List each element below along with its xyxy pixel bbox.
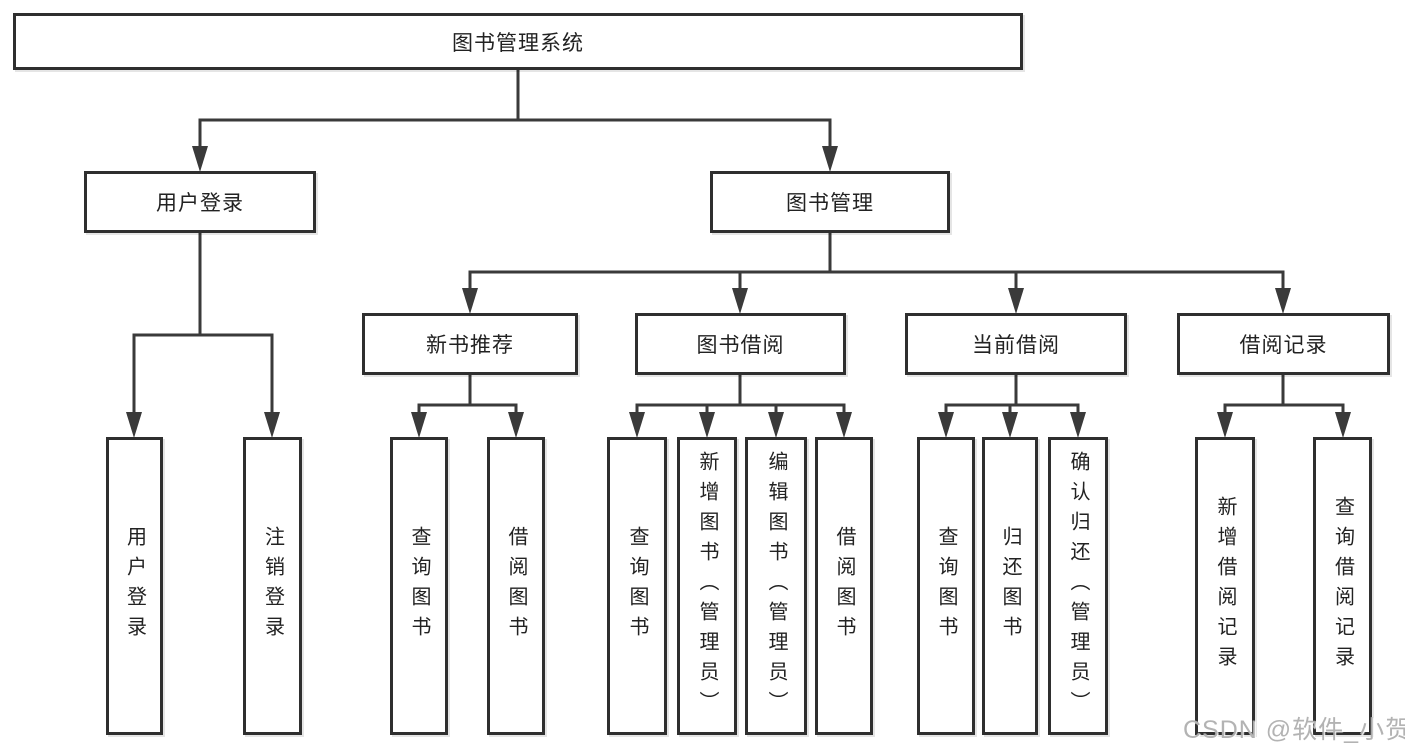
node-book-management: 图书管理 [710, 171, 950, 233]
leaf-query-borrow-record: 查询借阅记录 [1313, 437, 1372, 735]
leaf-add-borrow-record: 新增借阅记录 [1195, 437, 1255, 735]
leaf-recommend-borrow-books: 借阅图书 [487, 437, 545, 735]
leaf-current-query-books: 查询图书 [917, 437, 975, 735]
node-book-borrow: 图书借阅 [635, 313, 846, 375]
leaf-borrow-books: 借阅图书 [815, 437, 873, 735]
leaf-edit-books-admin: 编辑图书（管理员） [745, 437, 807, 735]
leaf-recommend-query-books: 查询图书 [390, 437, 448, 735]
leaf-confirm-return-admin: 确认归还（管理员） [1048, 437, 1108, 735]
leaf-user-login: 用户登录 [106, 437, 163, 735]
leaf-logout: 注销登录 [243, 437, 302, 735]
node-current-borrow: 当前借阅 [905, 313, 1127, 375]
watermark: CSDN @软件_小贺同学 [1183, 716, 1405, 744]
node-new-book-recommend: 新书推荐 [362, 313, 578, 375]
leaf-return-books: 归还图书 [982, 437, 1038, 735]
leaf-borrow-query-books: 查询图书 [607, 437, 667, 735]
arrowheads [126, 146, 1351, 438]
node-user-login: 用户登录 [84, 171, 316, 233]
leaf-add-books-admin: 新增图书（管理员） [677, 437, 737, 735]
node-root-system: 图书管理系统 [13, 13, 1023, 70]
node-borrow-records: 借阅记录 [1177, 313, 1390, 375]
